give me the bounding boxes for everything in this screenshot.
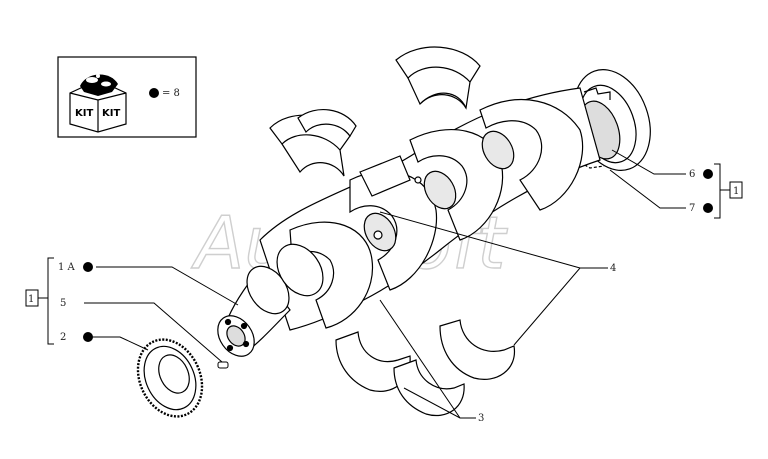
callout-2: 2 (60, 332, 66, 343)
callout-5: 5 (60, 298, 66, 309)
upper-bearing-shell-1 (395, 46, 481, 110)
right-group-box-label: 1 (733, 186, 739, 197)
upper-bearing-shell-3 (297, 109, 357, 138)
left-group-bracket (25, 257, 54, 345)
callout-7: 7 (689, 203, 695, 214)
kit-label-left: KIT (75, 108, 93, 119)
timing-gear (136, 338, 204, 418)
left-group-box-label: 1 (28, 294, 34, 305)
callout-4: 4 (610, 263, 616, 274)
callout-6: 6 (689, 169, 695, 180)
right-group-bracket (714, 163, 743, 219)
dowel-pin (217, 361, 229, 369)
callout-7-bullet (703, 203, 713, 213)
callout-1a: 1 A (58, 262, 76, 273)
lower-bearing-shell-3 (393, 359, 465, 416)
leader-lines (84, 149, 686, 419)
kit-box-icon: KIT KIT (69, 74, 127, 133)
crankshaft (217, 69, 651, 357)
kit-bullet (149, 88, 159, 98)
kit-equals-text: = 8 (162, 88, 180, 99)
callout-2-bullet (83, 332, 93, 342)
callout-3: 3 (478, 413, 484, 424)
callout-6-bullet (703, 169, 713, 179)
callout-1a-bullet (83, 262, 93, 272)
lower-bearing-shell-1 (439, 319, 516, 380)
kit-legend: KIT KIT = 8 (57, 56, 197, 138)
kit-label-right: KIT (102, 108, 120, 119)
